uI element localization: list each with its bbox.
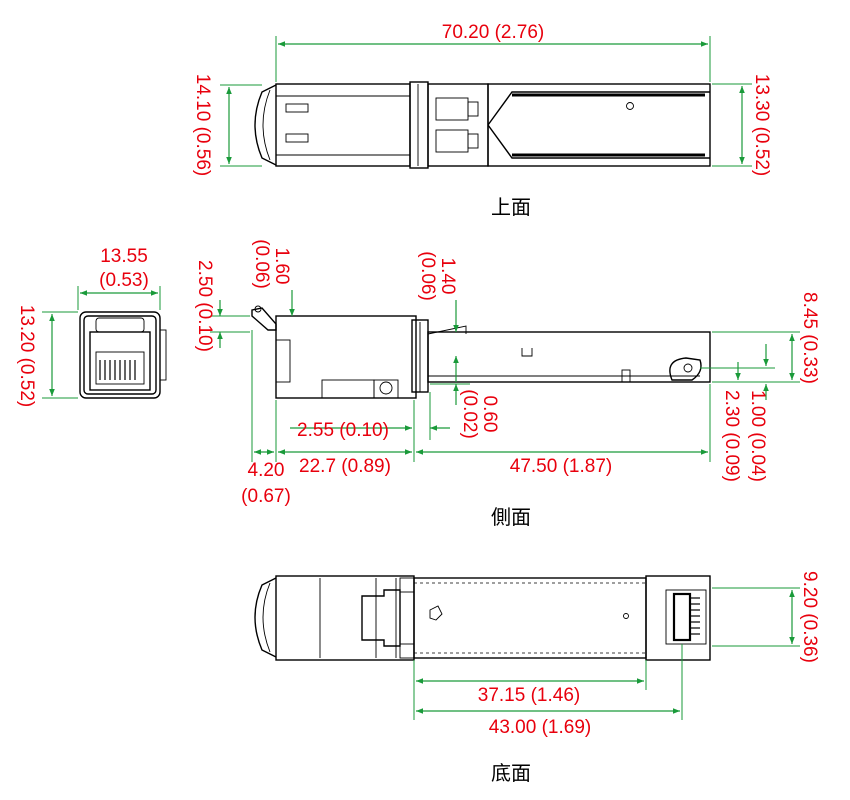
dim-side-1-60-b: (0.06): [251, 239, 272, 289]
dim-side-4-20-a: 4.20: [248, 460, 285, 481]
dim-side-1-40-b: (0.06): [417, 251, 438, 301]
bottom-view: [254, 575, 711, 661]
top-view: [254, 81, 711, 169]
dim-front-width-b: (0.53): [99, 270, 149, 291]
dim-side-1-60-a: 1.60: [271, 248, 292, 285]
top-dimensions: [220, 36, 752, 167]
front-dimensions: [42, 286, 161, 399]
bottom-cage: [413, 577, 647, 659]
side-view: [251, 305, 711, 399]
dim-side-latch-height: 2.50 (0.10): [194, 260, 215, 352]
dim-top-height-right: 13.30 (0.52): [751, 74, 772, 176]
dim-front-width-a: 13.55: [100, 246, 148, 267]
top-pull-tab: [254, 84, 277, 166]
dim-side-2-30: 2.30 (0.09): [721, 390, 742, 482]
bottom-rj45-port: [645, 575, 711, 661]
dim-bottom-43-00: 43.00 (1.69): [489, 717, 591, 738]
front-view: [79, 311, 167, 399]
dim-side-1-00: 1.00 (0.04): [747, 390, 768, 482]
dim-side-47-50: 47.50 (1.87): [510, 456, 612, 477]
dim-front-height: 13.20 (0.52): [16, 305, 37, 407]
bottom-connector-body: [275, 575, 415, 661]
dim-side-22-7: 22.7 (0.89): [299, 456, 391, 477]
side-view-label: 側面: [491, 505, 531, 529]
dim-side-0-60-a: 0.60: [479, 396, 500, 433]
dim-side-2-55: 2.55 (0.10): [297, 420, 389, 441]
top-view-label: 上面: [491, 195, 531, 219]
side-dimensions: [210, 290, 800, 462]
dim-side-4-20-b: (0.67): [241, 486, 291, 507]
bottom-dimensions: [413, 587, 800, 720]
dim-side-8-45: 8.45 (0.33): [799, 292, 820, 384]
dim-side-1-40-a: 1.40: [437, 258, 458, 295]
dim-bottom-37-15: 37.15 (1.46): [478, 685, 580, 706]
dim-side-0-60-b: (0.02): [459, 389, 480, 439]
dim-top-height-left: 14.10 (0.56): [192, 74, 213, 176]
bottom-pull-tab: [254, 577, 277, 658]
dim-bottom-9-20: 9.20 (0.36): [799, 571, 820, 663]
dim-top-length: 70.20 (2.76): [442, 22, 544, 43]
side-connector-body: [275, 315, 417, 399]
side-cage: [427, 331, 711, 383]
bottom-view-label: 底面: [491, 761, 531, 785]
